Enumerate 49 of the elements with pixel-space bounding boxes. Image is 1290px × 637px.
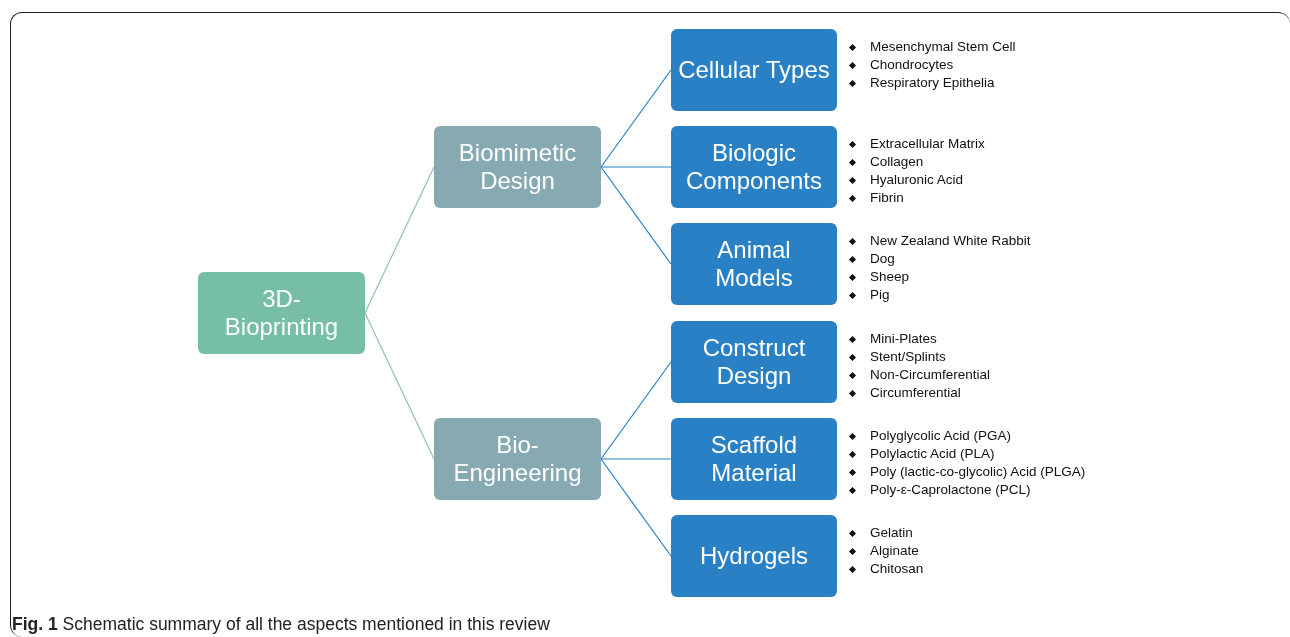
list-item: Gelatin — [870, 524, 913, 542]
connector-line — [600, 166, 672, 265]
connector-line — [600, 361, 672, 460]
category-box — [198, 272, 365, 354]
category-label: Biomimetic Design — [457, 139, 578, 195]
list-item: Dog — [870, 250, 895, 268]
list-item: Alginate — [870, 542, 919, 560]
category-box — [671, 126, 837, 208]
list-item: Respiratory Epithelia — [870, 74, 995, 92]
list-item: Mesenchymal Stem Cell — [870, 38, 1016, 56]
list-item: Pig — [870, 286, 890, 304]
list-item: Stent/Splints — [870, 348, 946, 366]
category-box — [671, 418, 837, 500]
category-box — [434, 126, 601, 208]
category-label: Hydrogels — [699, 542, 808, 570]
category-label: Cellular Types — [678, 56, 830, 84]
category-box — [671, 29, 837, 111]
connector-line — [600, 458, 672, 460]
category-box — [434, 418, 601, 500]
list-item: Hyaluronic Acid — [870, 171, 964, 189]
category-label: Biologic Components — [684, 139, 824, 195]
category-label: Construct Design — [701, 334, 807, 390]
category-box — [671, 223, 837, 305]
list-item: Non-Circumferential — [870, 366, 991, 384]
connector-line — [600, 458, 672, 557]
list-item: Mini-Plates — [870, 330, 937, 348]
list-item: Extracellular Matrix — [870, 135, 985, 153]
list-item: Poly-ε-Caprolactone (PCL) — [870, 481, 1031, 499]
list-item: Polylactic Acid (PLA) — [870, 445, 995, 463]
figure-caption: Fig. 1 Schematic summary of all the aspects mentioned in this review — [12, 614, 550, 635]
list-item: Circumferential — [870, 384, 961, 402]
list-item: Collagen — [870, 153, 924, 171]
list-item: New Zealand White Rabbit — [870, 232, 1031, 250]
category-label: Animal Models — [714, 236, 794, 292]
list-item: Fibrin — [870, 189, 904, 207]
list-item: Polyglycolic Acid (PGA) — [870, 427, 1012, 445]
list-item: Chondrocytes — [870, 56, 954, 74]
list-item: Sheep — [870, 268, 910, 286]
category-label: 3D-Bioprinting — [223, 285, 340, 341]
connector-line — [364, 166, 435, 314]
category-box — [671, 321, 837, 403]
category-label: Bio-Engineering — [452, 431, 583, 487]
category-label: Scaffold Material — [709, 431, 799, 487]
category-box — [671, 515, 837, 597]
connector-line — [364, 312, 435, 460]
list-item: Chitosan — [870, 560, 924, 578]
connector-line — [600, 166, 672, 168]
list-item: Poly (lactic-co-glycolic) Acid (PLGA) — [870, 463, 1086, 481]
connector-line — [600, 69, 672, 168]
